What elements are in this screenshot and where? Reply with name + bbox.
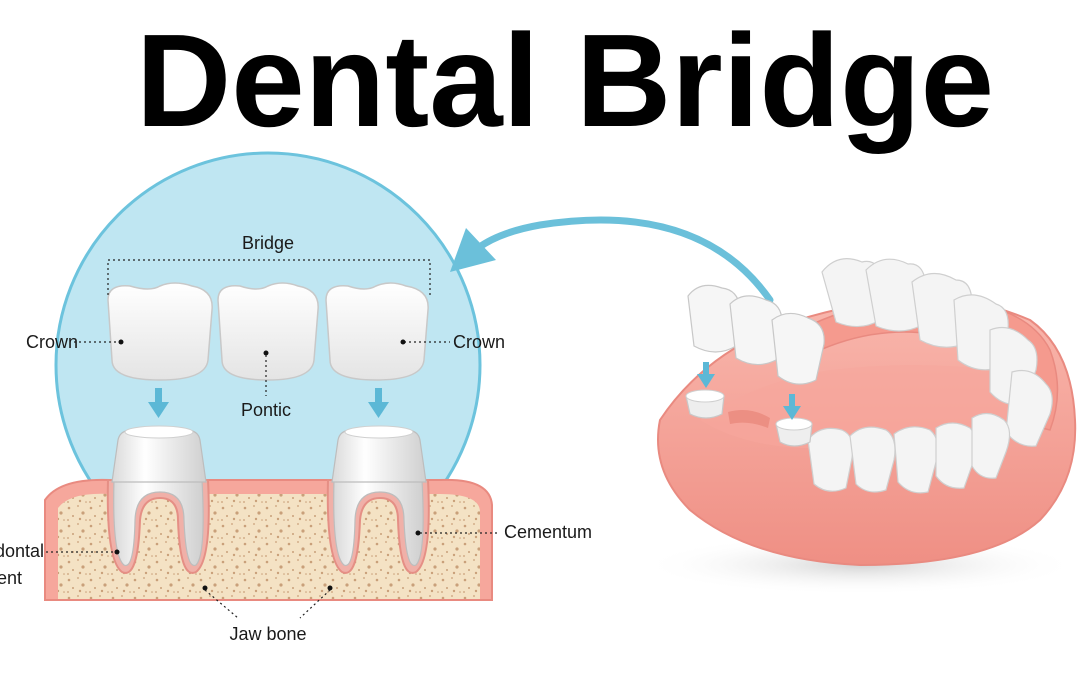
label-periodontal-line1: Periodontal — [0, 541, 44, 561]
label-crown-right: Crown — [453, 332, 505, 352]
abutment-stumps — [685, 389, 813, 447]
placement-arrows-3d — [697, 362, 801, 420]
molar-teeth — [821, 258, 1053, 447]
curved-arrow-icon — [450, 216, 774, 304]
down-arrow-icon — [783, 394, 801, 420]
crown-right-shape — [325, 282, 429, 381]
front-teeth — [807, 412, 1011, 494]
bridge-crowns — [107, 282, 429, 381]
label-jaw-bone: Jaw bone — [229, 624, 306, 644]
lower-jaw-illustration — [640, 258, 1080, 595]
crown-left-shape — [107, 282, 213, 381]
down-arrow-icon — [697, 362, 715, 388]
pontic-shape — [217, 282, 319, 381]
label-cementum: Cementum — [504, 522, 592, 542]
left-abutment-tooth — [106, 425, 210, 574]
down-arrow-icon — [148, 388, 169, 418]
down-arrow-icon — [368, 388, 389, 418]
jaw-cross-section — [44, 478, 493, 601]
bridge-bracket — [107, 259, 431, 295]
label-periodontal-line2: ligament — [0, 568, 22, 588]
label-bridge: Bridge — [242, 233, 294, 253]
label-crown-left: Crown — [26, 332, 78, 352]
right-abutment-tooth — [326, 425, 430, 574]
page-title: Dental Bridge — [136, 7, 994, 154]
label-pontic: Pontic — [241, 400, 291, 420]
floating-bridge — [687, 284, 825, 385]
placement-arrows — [148, 388, 389, 418]
